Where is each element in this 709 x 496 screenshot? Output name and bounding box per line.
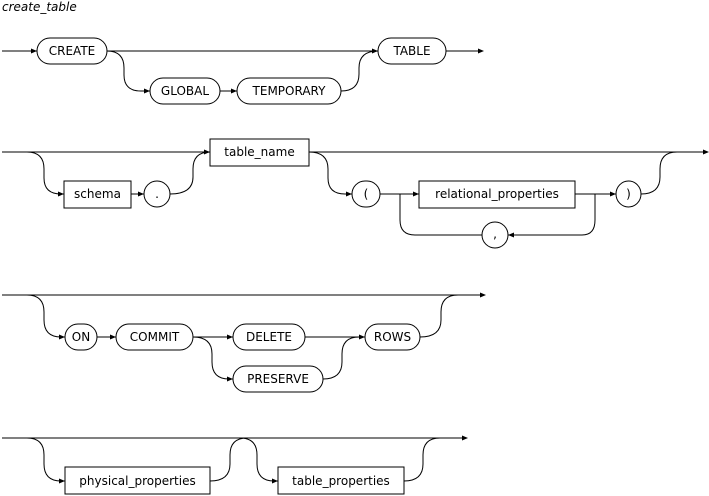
end-arrow — [462, 435, 468, 441]
nonterminal-table-properties: table_properties — [277, 466, 405, 495]
end-arrow — [480, 292, 486, 298]
keyword-rows: ROWS — [364, 323, 421, 351]
arrow — [413, 191, 419, 197]
track — [2, 294, 484, 380]
arrow — [346, 191, 352, 197]
svg-text:table_properties: table_properties — [292, 474, 390, 488]
svg-text:.: . — [155, 187, 159, 201]
arrow — [508, 232, 514, 238]
nonterminal-relational-properties: relational_properties — [418, 180, 576, 209]
svg-text:COMMIT: COMMIT — [130, 330, 180, 344]
svg-text:GLOBAL: GLOBAL — [161, 84, 209, 98]
nonterminal-physical-properties: physical_properties — [64, 466, 211, 495]
svg-text:TABLE: TABLE — [392, 44, 430, 58]
arrow — [59, 334, 65, 340]
svg-text:(: ( — [364, 187, 369, 201]
row-properties: physical_properties table_properties — [2, 435, 468, 495]
track — [2, 50, 480, 92]
keyword-preserve: PRESERVE — [232, 365, 324, 393]
svg-text:DELETE: DELETE — [246, 330, 292, 344]
arrow — [227, 334, 233, 340]
svg-text:physical_properties: physical_properties — [79, 474, 195, 488]
symbol-right-paren: ) — [615, 180, 642, 208]
row-on-commit: ON COMMIT DELETE PRESERVE ROWS — [2, 292, 486, 393]
arrow — [138, 191, 144, 197]
symbol-comma: , — [481, 221, 509, 249]
svg-text:CREATE: CREATE — [49, 44, 96, 58]
arrow — [204, 149, 210, 155]
svg-text:schema: schema — [74, 187, 121, 201]
symbol-dot: . — [143, 180, 171, 208]
keyword-commit: COMMIT — [115, 323, 194, 351]
nonterminal-table-name: table_name — [209, 138, 310, 167]
end-arrow — [478, 48, 484, 54]
arrow — [372, 48, 378, 54]
svg-text:ON: ON — [72, 330, 90, 344]
keyword-create: CREATE — [36, 37, 108, 65]
svg-text:): ) — [626, 187, 631, 201]
keyword-temporary: TEMPORARY — [236, 77, 342, 105]
arrow — [144, 88, 150, 94]
arrow — [31, 48, 37, 54]
arrow — [227, 376, 233, 382]
row-create-table: CREATE GLOBAL TEMPORARY TABLE — [2, 37, 484, 105]
svg-text:,: , — [493, 227, 497, 241]
arrow — [59, 478, 65, 484]
svg-text:ROWS: ROWS — [374, 330, 411, 344]
track — [2, 151, 705, 236]
keyword-table: TABLE — [377, 37, 447, 65]
keyword-delete: DELETE — [232, 323, 306, 351]
svg-text:TEMPORARY: TEMPORARY — [252, 84, 327, 98]
svg-text:PRESERVE: PRESERVE — [247, 372, 309, 386]
symbol-left-paren: ( — [351, 180, 381, 208]
arrow — [58, 191, 64, 197]
svg-text:relational_properties: relational_properties — [435, 187, 559, 201]
keyword-global: GLOBAL — [149, 77, 221, 105]
arrow — [359, 334, 365, 340]
keyword-on: ON — [64, 323, 98, 351]
end-arrow — [703, 149, 709, 155]
arrow — [231, 88, 237, 94]
track — [2, 437, 466, 482]
arrow — [610, 191, 616, 197]
arrow — [272, 478, 278, 484]
nonterminal-schema: schema — [63, 180, 132, 209]
arrow — [110, 334, 116, 340]
row-table-name: schema . table_name ( relational_propert… — [2, 138, 709, 249]
diagram-title: create_table — [2, 0, 77, 14]
svg-text:table_name: table_name — [224, 145, 294, 159]
